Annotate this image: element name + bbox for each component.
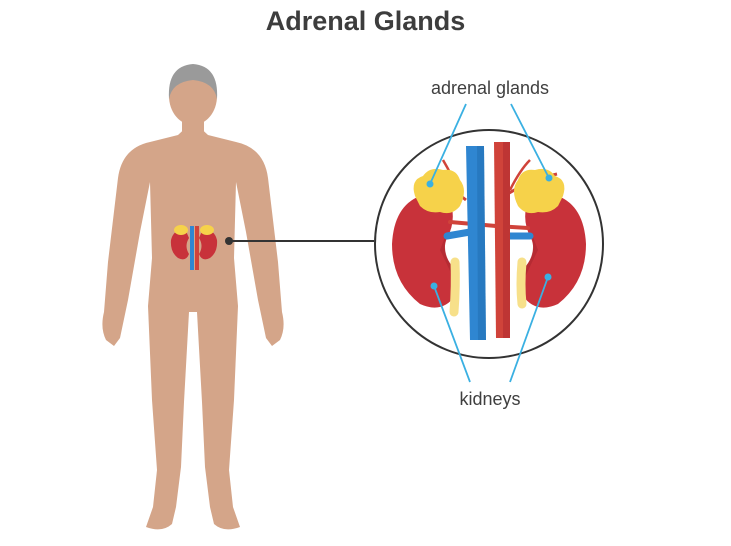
- mini-kidneys: [170, 225, 218, 270]
- mini-kidney-left: [170, 230, 189, 260]
- pointer-dot: [545, 174, 553, 182]
- page-title: Adrenal Glands: [265, 6, 466, 36]
- aorta: [494, 142, 510, 338]
- aorta-shade: [503, 142, 510, 338]
- pointer-dot: [426, 180, 434, 188]
- ureter-right: [516, 257, 527, 309]
- vena-cava-shade: [477, 146, 486, 340]
- body-silhouette: [102, 122, 284, 530]
- small-vessel: [508, 159, 531, 191]
- pointer-dot: [544, 273, 552, 281]
- mini-adrenal-left: [174, 225, 188, 235]
- label-adrenal-glands: adrenal glands: [431, 78, 549, 98]
- pointers: [426, 103, 553, 383]
- pointer-kidney-left: [433, 285, 471, 383]
- kidney-right: [520, 194, 586, 308]
- mini-adrenal-right: [200, 225, 214, 235]
- pointer-adrenal-right: [510, 103, 550, 179]
- human-body: [102, 64, 284, 530]
- mini-vein: [190, 226, 194, 270]
- pointer-adrenal-left: [429, 103, 467, 185]
- zoom-contents: [392, 142, 586, 340]
- kidney-left: [392, 194, 458, 308]
- label-kidneys: kidneys: [459, 389, 520, 409]
- vena-cava: [466, 146, 486, 340]
- pointer-kidney-right: [509, 276, 549, 383]
- adrenal-gland-left: [413, 168, 464, 214]
- hair: [168, 64, 218, 99]
- mini-artery: [195, 226, 199, 270]
- renal-vein-left: [443, 228, 474, 240]
- ureter-left: [449, 257, 460, 317]
- pointer-dot: [430, 282, 438, 290]
- neck: [182, 115, 204, 141]
- mini-kidney-right: [199, 230, 218, 260]
